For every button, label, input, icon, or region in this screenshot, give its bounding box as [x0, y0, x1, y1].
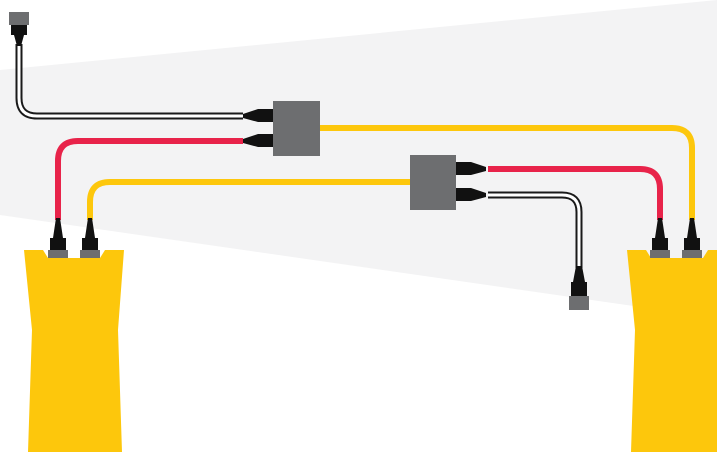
left-tester-port-1-connector [48, 218, 68, 258]
lower-coupler [410, 155, 486, 210]
white-cable-lower [488, 191, 583, 268]
white-cable-upper [15, 44, 243, 120]
red-patch-cord-right [488, 166, 663, 220]
right-tester [627, 250, 717, 452]
yellow-patch-cord-left [87, 179, 410, 220]
background-band [0, 0, 717, 318]
right-tester-port-1-connector [650, 218, 670, 258]
left-tester [24, 250, 124, 452]
bottom-middle-connector [569, 266, 589, 310]
yellow-patch-cord-right [320, 125, 695, 220]
top-left-connector [9, 12, 29, 46]
red-patch-cord-left [55, 138, 243, 220]
left-tester-port-2-connector [80, 218, 100, 258]
upper-coupler [243, 101, 320, 156]
right-tester-port-2-connector [682, 218, 702, 258]
